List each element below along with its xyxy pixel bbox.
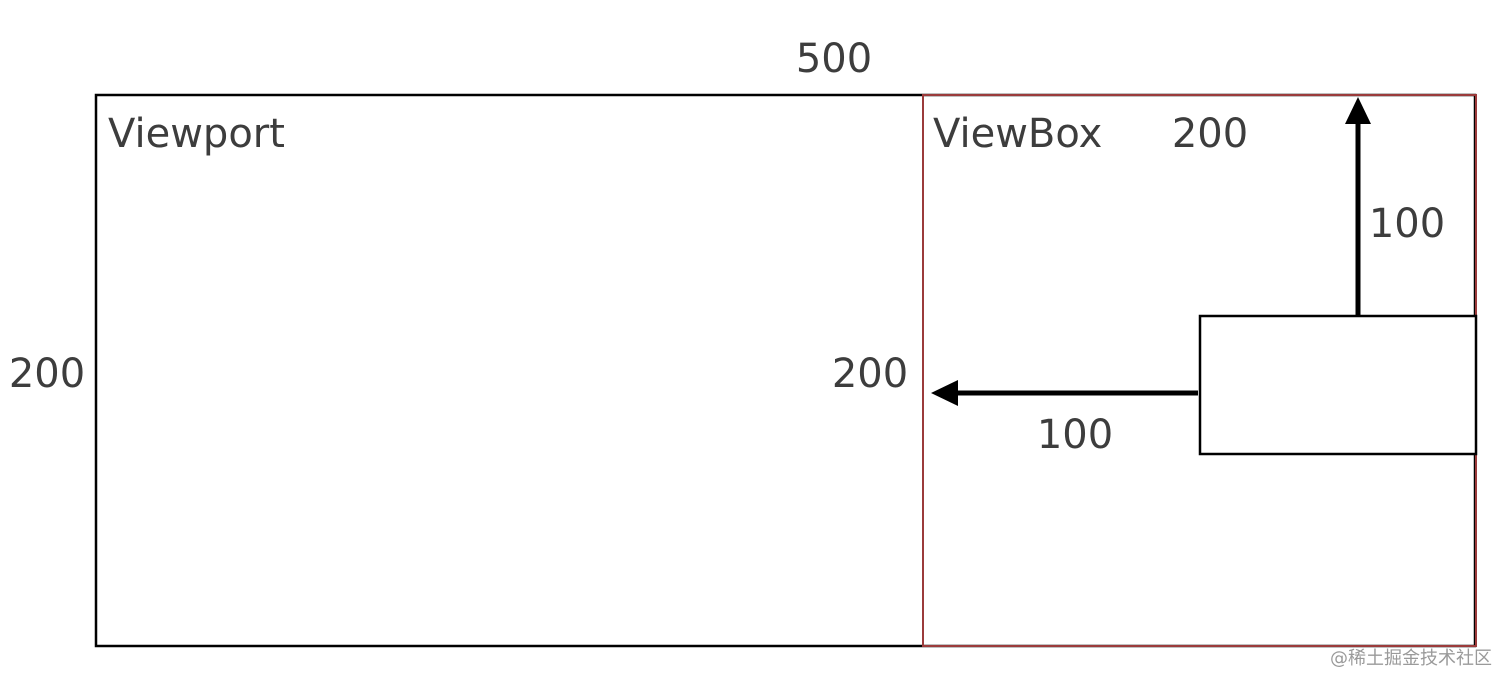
arrow-up-head: [1345, 97, 1371, 124]
origin-rect: [1198, 314, 1478, 456]
offset-x-label: 100: [1037, 412, 1113, 458]
viewport-height-label: 200: [9, 351, 85, 397]
viewbox-label: ViewBox: [933, 111, 1102, 157]
watermark: @稀土掘金技术社区: [1330, 648, 1492, 669]
viewport-width-label: 500: [796, 36, 872, 82]
viewport-label: Viewport: [108, 111, 285, 157]
viewbox-height-label: 200: [832, 351, 908, 397]
offset-y-label: 100: [1369, 201, 1445, 247]
viewbox-width-label: 200: [1172, 111, 1248, 157]
arrow-left-head: [931, 380, 958, 406]
